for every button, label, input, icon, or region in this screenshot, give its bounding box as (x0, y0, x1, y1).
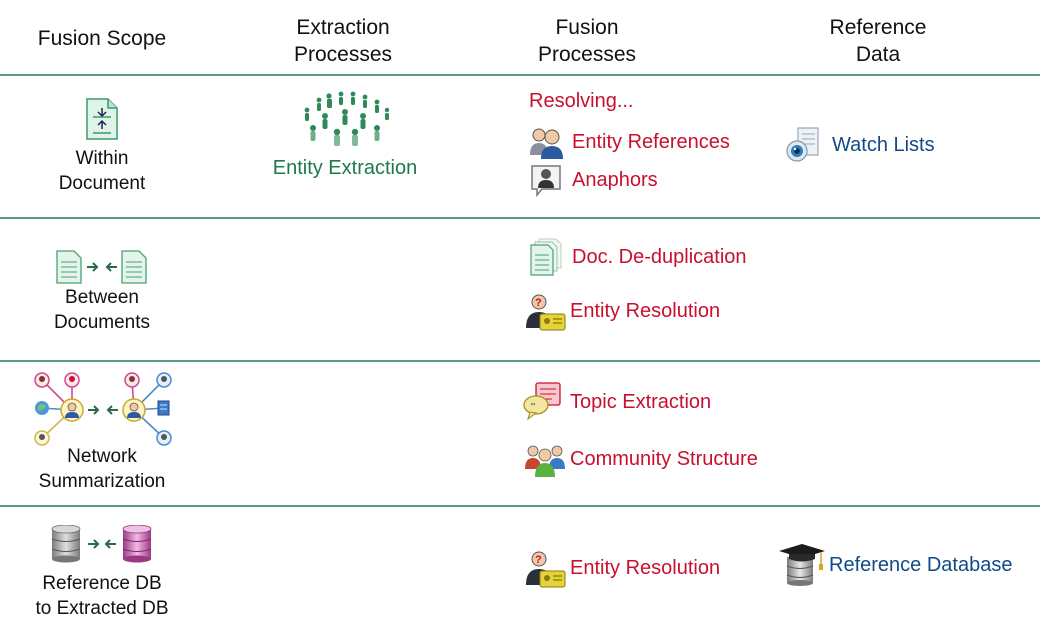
fusion-anaphors-label: Anaphors (572, 168, 658, 191)
scope-network-line2: Summarization (38, 471, 166, 492)
fusion-topic-extraction: " Topic Extraction (522, 381, 711, 423)
scope-network-line1: Network (67, 446, 137, 467)
svg-text:": " (530, 401, 536, 413)
svg-text:?: ? (535, 554, 542, 566)
database-merge-icon (50, 524, 154, 563)
person-question-id-card-icon: ? (526, 551, 566, 588)
stacked-documents-icon (530, 238, 562, 276)
community-group-icon (525, 445, 565, 477)
fusion-community-structure: Community Structure (524, 439, 758, 479)
single-document-icon (84, 97, 120, 141)
scope-network-summarization: Network Summarization (2, 444, 202, 494)
header-reference-line1: Reference (829, 16, 927, 39)
watch-list-eye-icon (786, 127, 819, 162)
divider-header (0, 74, 1040, 76)
scope-within-line2: Document (58, 173, 146, 194)
fusion-community-structure-label: Community Structure (570, 447, 758, 470)
header-reference-data: Reference Data (778, 14, 978, 68)
scope-within-line1: Within (75, 148, 129, 169)
network-graph-icon (30, 368, 178, 450)
two-people-icon (530, 128, 563, 159)
fusion-entity-references: Entity References (528, 123, 730, 161)
fusion-entity-resolution-2: ? Entity Resolution (524, 547, 720, 589)
people-crowd-icon (297, 88, 397, 152)
fusion-entity-resolution-1-label: Entity Resolution (570, 299, 721, 322)
header-fusion-scope: Fusion Scope (37, 27, 167, 50)
header-fusion-processes: Fusion Processes (487, 14, 687, 68)
scope-between-line1: Between (65, 287, 139, 308)
documents-merge-icon (56, 250, 148, 284)
header-extraction-processes: Extraction Processes (243, 14, 443, 68)
divider-row1 (0, 217, 1040, 219)
scope-within-document: Within Document (2, 146, 202, 196)
fusion-anaphors: Anaphors (528, 161, 658, 199)
header-extraction-line1: Extraction (296, 16, 390, 39)
header-extraction-line2: Processes (293, 43, 393, 66)
fusion-doc-deduplication-label: Doc. De-duplication (572, 245, 747, 268)
fusion-resolving-heading: Resolving... (529, 90, 634, 112)
svg-text:?: ? (535, 297, 542, 309)
scope-between-line2: Documents (53, 312, 151, 333)
header-fusion-line1: Fusion (555, 16, 619, 39)
divider-row3 (0, 505, 1040, 507)
fusion-entity-references-label: Entity References (572, 130, 730, 153)
reference-watch-lists: Watch Lists (786, 125, 935, 165)
scope-reference-db: Reference DB to Extracted DB (2, 571, 202, 621)
reference-watch-lists-label: Watch Lists (832, 133, 935, 156)
topic-speech-bubble-icon: " (523, 382, 561, 421)
graduation-database-icon (779, 544, 825, 586)
header-fusion-line2: Processes (537, 43, 637, 66)
fusion-entity-resolution-1: ? Entity Resolution (524, 290, 720, 332)
reference-database: Reference Database (777, 543, 1012, 587)
divider-row2 (0, 360, 1040, 362)
extraction-entity-extraction: Entity Extraction (272, 157, 418, 179)
fusion-entity-resolution-2-label: Entity Resolution (570, 556, 721, 579)
header-reference-line2: Data (855, 43, 901, 66)
reference-database-label: Reference Database (829, 553, 1013, 576)
scope-reference-line2: to Extracted DB (35, 598, 169, 619)
speech-bubble-person-icon (531, 165, 561, 198)
scope-between-documents: Between Documents (2, 285, 202, 335)
fusion-doc-deduplication: Doc. De-duplication (528, 238, 747, 276)
scope-reference-line1: Reference DB (42, 573, 162, 594)
person-question-id-card-icon: ? (526, 294, 566, 331)
fusion-topic-extraction-label: Topic Extraction (570, 390, 712, 413)
